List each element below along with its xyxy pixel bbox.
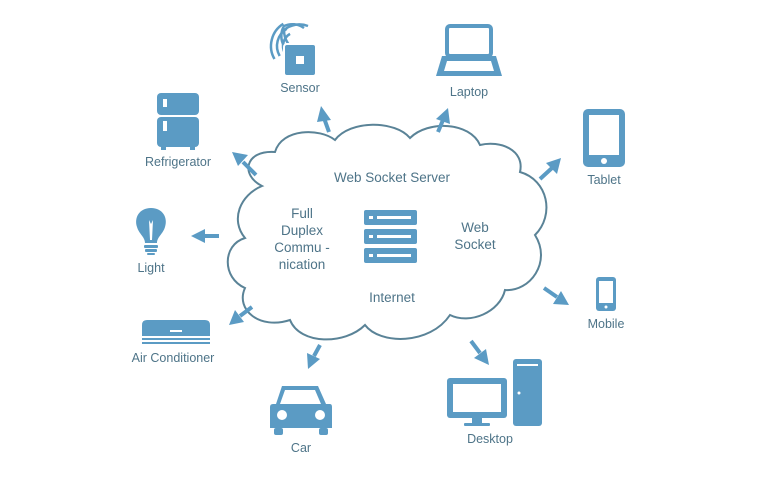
arrow-to-laptop xyxy=(436,108,450,133)
cloud-left-text-line1: Full xyxy=(291,206,313,221)
refrigerator-icon xyxy=(157,93,199,150)
arrow-to-mobile xyxy=(542,286,569,305)
device-label-air-conditioner: Air Conditioner xyxy=(132,351,215,365)
device-air-conditioner: Air Conditioner xyxy=(132,320,215,365)
arrow-to-desktop xyxy=(469,339,489,365)
lightbulb-icon xyxy=(136,208,166,255)
server-stack-icon xyxy=(364,210,417,263)
cloud-title: Web Socket Server xyxy=(334,170,451,185)
laptop-icon xyxy=(436,24,502,76)
device-label-refrigerator: Refrigerator xyxy=(145,155,211,169)
device-label-laptop: Laptop xyxy=(450,85,488,99)
desktop-computer-icon xyxy=(447,359,542,426)
mobile-phone-icon xyxy=(596,277,616,311)
device-mobile: Mobile xyxy=(588,277,625,331)
air-conditioner-icon xyxy=(142,320,210,344)
sensor-icon xyxy=(269,18,325,77)
device-car: Car xyxy=(270,386,332,455)
device-label-sensor: Sensor xyxy=(280,81,320,95)
device-tablet: Tablet xyxy=(583,109,625,187)
device-desktop: Desktop xyxy=(447,359,542,446)
device-label-tablet: Tablet xyxy=(587,173,621,187)
arrow-to-tablet xyxy=(538,158,561,181)
device-light: Light xyxy=(136,208,166,275)
cloud-right-text-line1: Web xyxy=(461,220,489,235)
device-label-light: Light xyxy=(137,261,165,275)
arrow-to-light xyxy=(191,229,219,243)
device-sensor: Sensor xyxy=(269,18,325,95)
cloud-left-text-line4: nication xyxy=(279,257,326,272)
arrow-to-car xyxy=(307,344,322,369)
cloud-bottom-text: Internet xyxy=(369,290,415,305)
cloud-left-text-line3: Commu - xyxy=(274,240,330,255)
arrow-to-refrigerator xyxy=(232,152,258,177)
car-icon xyxy=(270,386,332,435)
arrow-to-sensor xyxy=(317,106,331,133)
arrow-to-air-conditioner xyxy=(229,305,254,325)
device-refrigerator: Refrigerator xyxy=(145,93,211,169)
cloud-right-text-line2: Socket xyxy=(454,237,496,252)
tablet-icon xyxy=(583,109,625,167)
device-label-car: Car xyxy=(291,441,311,455)
cloud-left-text-line2: Duplex xyxy=(281,223,323,238)
device-laptop: Laptop xyxy=(436,24,502,99)
device-label-mobile: Mobile xyxy=(588,317,625,331)
device-label-desktop: Desktop xyxy=(467,432,513,446)
